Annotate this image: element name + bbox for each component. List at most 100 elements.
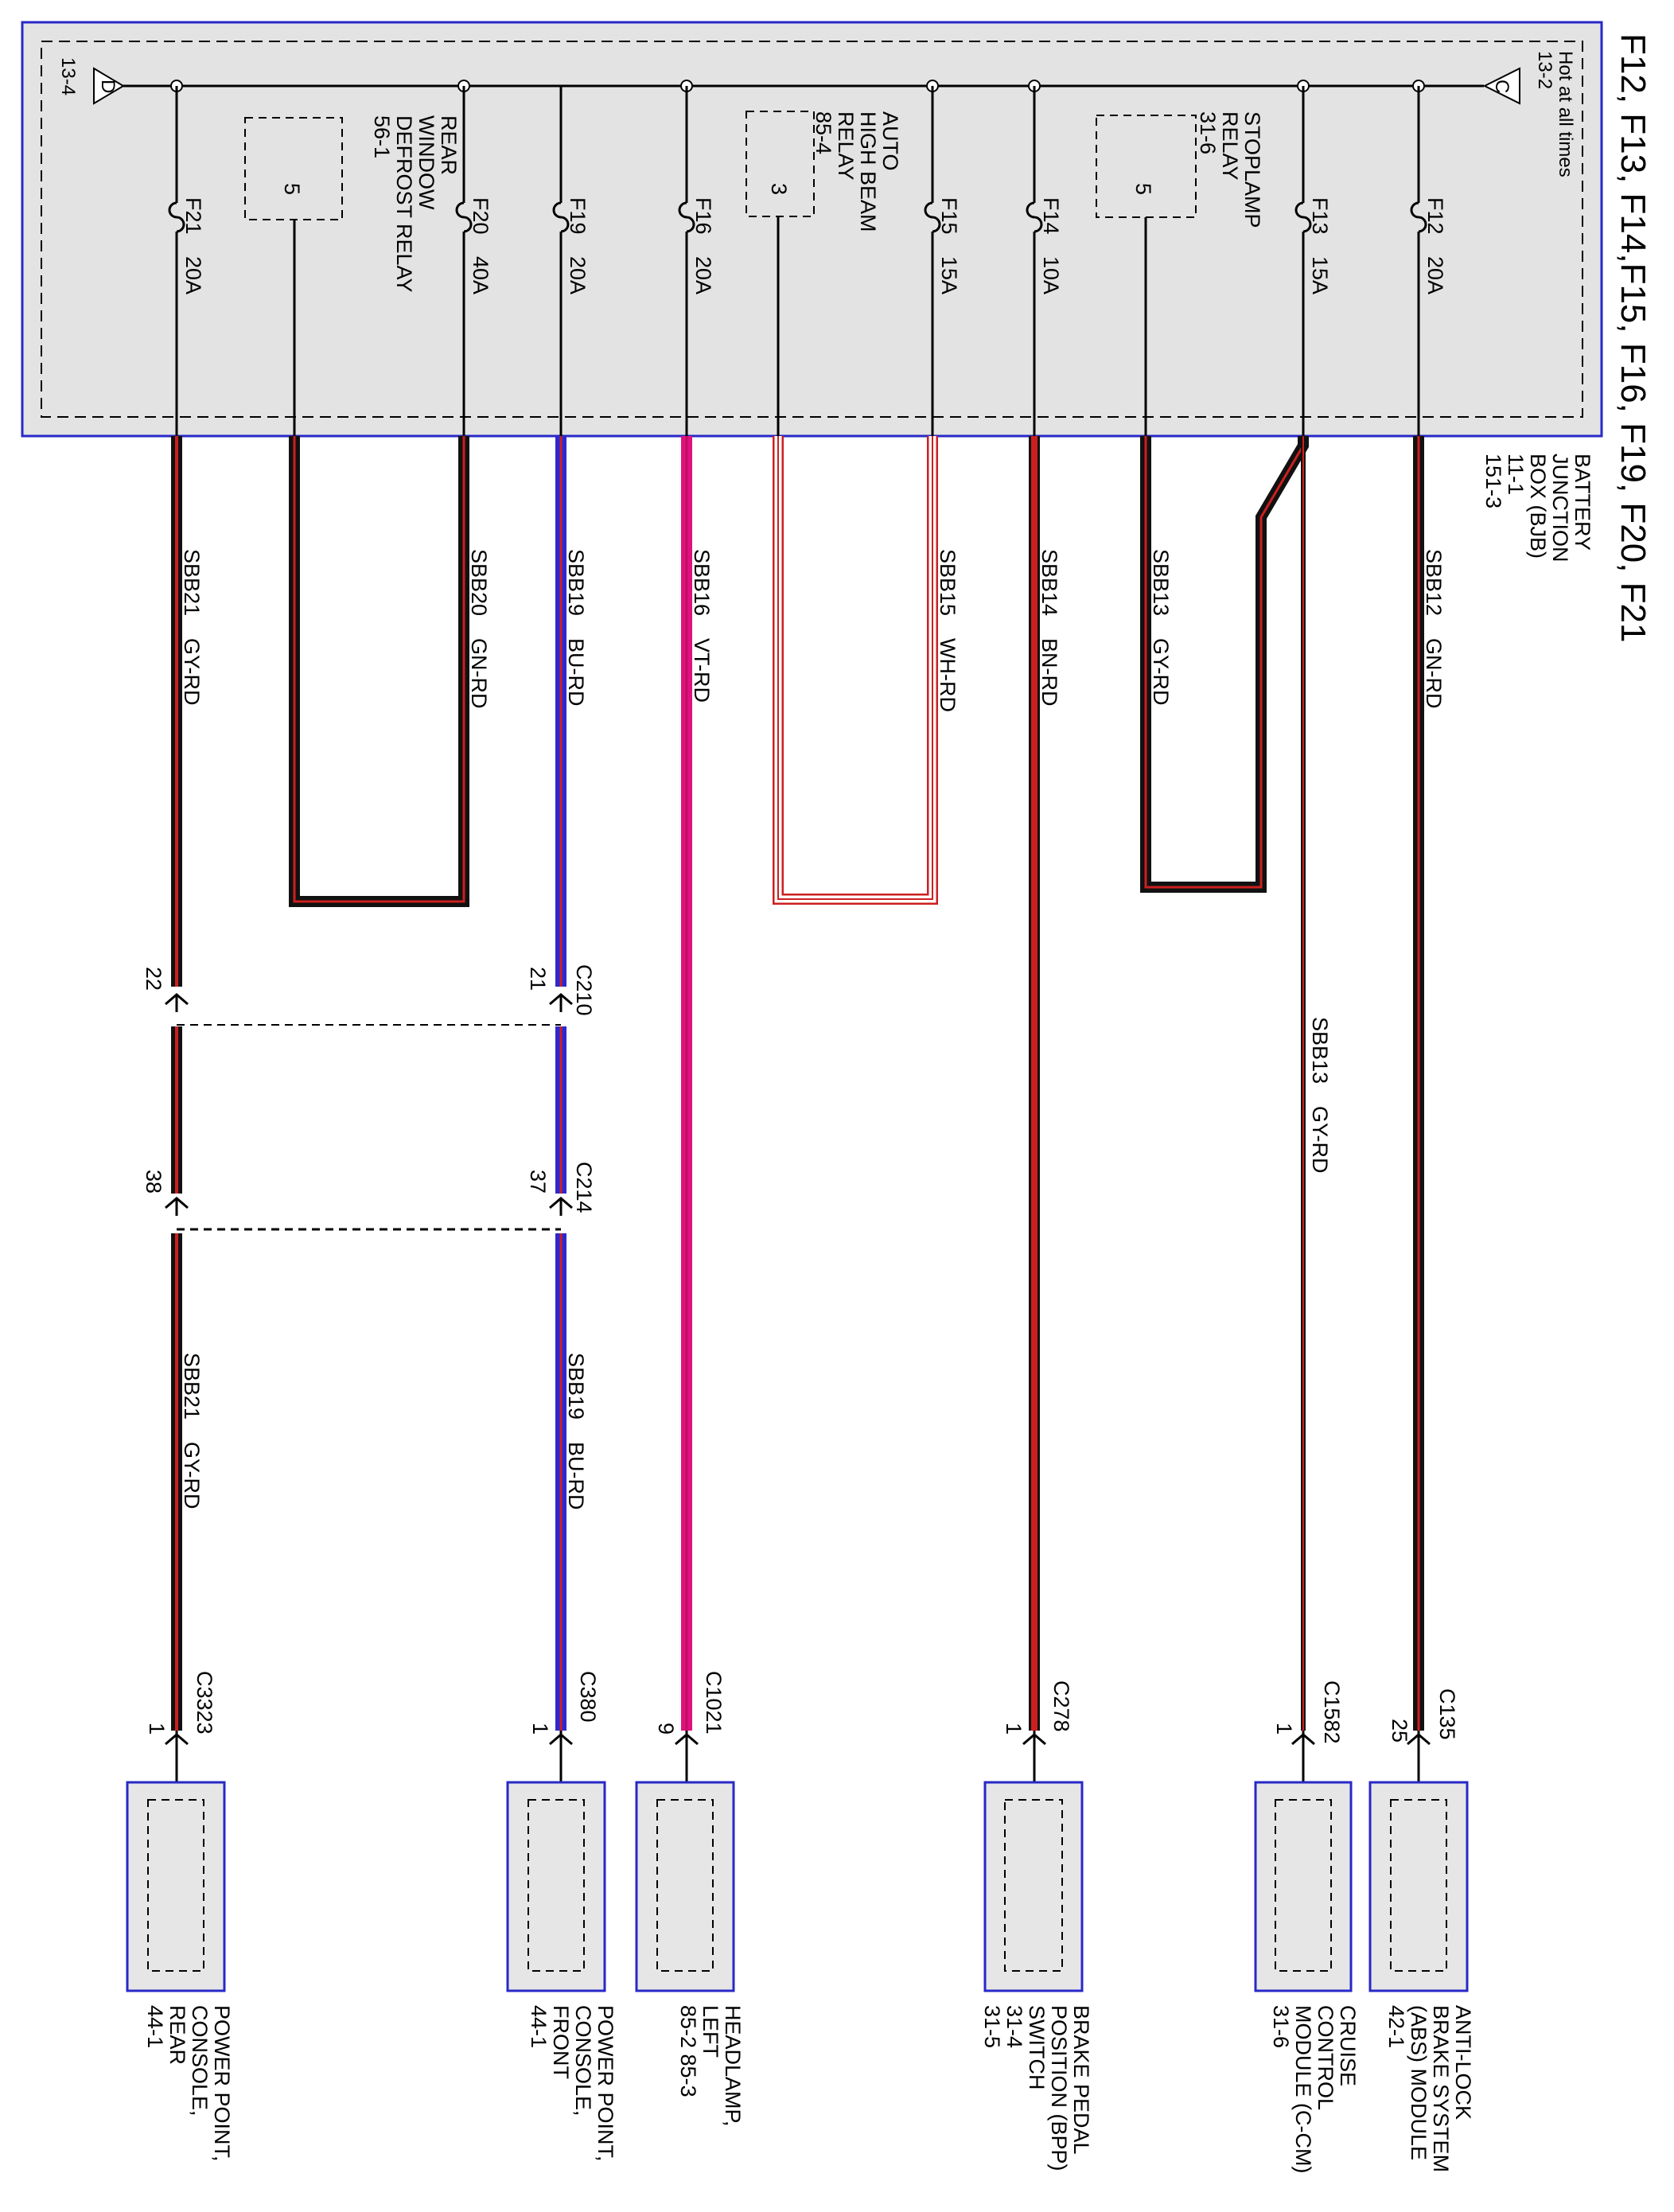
bus-d-letter: D — [97, 80, 119, 93]
fuse-id: F15 — [937, 197, 961, 235]
bus-c-ref: 13-2 — [1534, 51, 1555, 89]
wire-color: GN-RD — [1422, 638, 1446, 709]
component-label-line: CONTROL — [1314, 2005, 1337, 2110]
relay-label-line: AUTO — [878, 111, 902, 171]
component-label-line: 85-2 85-3 — [676, 2005, 700, 2097]
component-label-line: 31-6 — [1269, 2005, 1293, 2048]
wire-circuit: SBB13 — [1149, 549, 1173, 616]
connector-pin: 21 — [526, 967, 550, 991]
bus-c-triangle-icon — [1482, 67, 1520, 105]
wire-color: GY-RD — [1149, 638, 1173, 706]
fuse-id: F12 — [1423, 197, 1447, 235]
fuse-id: F13 — [1308, 197, 1332, 235]
connector-name: C210 — [572, 964, 596, 1016]
fuse-rating: 20A — [1423, 256, 1447, 294]
fuse-f21: F21 20A — [168, 80, 205, 436]
component-connector: C1582 — [1320, 1680, 1344, 1744]
component-pin: 9 — [654, 1723, 678, 1735]
component-label-line: 31-5 — [980, 2005, 1004, 2048]
component-connector: C3323 — [193, 1671, 216, 1735]
component-label-line: HEADLAMP, — [721, 2005, 745, 2127]
inline-connector-c214: C214 37 38 — [142, 1162, 596, 1231]
component-connector: C1021 — [702, 1671, 726, 1735]
fuse-icon — [552, 201, 570, 233]
junction-box-inner-dashed — [41, 41, 1583, 418]
junction-box-line: BOX (BJB) — [1526, 454, 1550, 559]
wire-color: GN-RD — [467, 638, 491, 709]
relay-label-line: HIGH BEAM — [856, 111, 880, 232]
component-pin: 1 — [1272, 1723, 1296, 1735]
connector-pin: 38 — [142, 1170, 165, 1194]
wire-circuit: SBB19 — [564, 1353, 588, 1419]
fuse-rating: 20A — [566, 256, 590, 294]
component-label-line: BRAKE SYSTEM — [1429, 2005, 1453, 2172]
stoplamp-relay: 5 STOPLAMP RELAY 31-6 — [1096, 111, 1264, 436]
wire-circuit: SBB12 — [1422, 549, 1446, 616]
component-connector: C380 — [576, 1671, 600, 1723]
component-label-line: 44-1 — [527, 2005, 551, 2048]
component-label-line: 44-1 — [143, 2005, 167, 2048]
fuse-id: F21 — [181, 197, 205, 235]
fuse-icon — [1294, 201, 1312, 233]
wire-circuit: SBB14 — [1037, 549, 1061, 616]
component-label-line: SWITCH — [1025, 2005, 1049, 2089]
wire-color: VT-RD — [690, 638, 714, 703]
component-connector: C278 — [1049, 1680, 1073, 1732]
component-label-line: ANTI-LOCK — [1451, 2005, 1475, 2120]
component-label-line: CONSOLE, — [571, 2005, 595, 2117]
fuse-rating: 40A — [469, 256, 492, 294]
fuse-icon — [1410, 201, 1427, 233]
relay-label-line: REAR — [437, 115, 461, 175]
wire-sbb15-loop: SBB15 WH-RD — [773, 436, 960, 905]
bus-d-ref: 13-4 — [57, 57, 79, 95]
junction-box-frame — [21, 21, 1603, 438]
component-bpp-switch: C278 1 BRAKE PEDAL POSITION (BPP) SWITCH… — [980, 1680, 1093, 2171]
fuse-id: F16 — [691, 197, 715, 235]
fuse-f14: F14 10A — [1026, 80, 1063, 436]
component-label-line: CRUISE — [1336, 2005, 1360, 2086]
wire-sbb20-loop: SBB20 GN-RD — [289, 436, 491, 907]
wire-color: BN-RD — [1037, 638, 1061, 707]
fuse-icon — [678, 201, 695, 233]
junction-box-label: BATTERY JUNCTION BOX (BJB) 11-1 151-3 — [1481, 454, 1594, 563]
wire-sbb14: SBB14 BN-RD — [1029, 436, 1061, 1731]
wire-circuit: SBB21 — [180, 549, 204, 616]
component-label-line: FRONT — [549, 2005, 573, 2079]
relay-label-line: DEFROST RELAY — [392, 115, 416, 293]
fuse-id: F20 — [469, 197, 492, 235]
component-label-line: BRAKE PEDAL — [1069, 2005, 1093, 2155]
wire-sbb19: SBB19 BU-RD SBB19 BU-RD — [555, 436, 588, 1731]
fuse-rating: 10A — [1039, 256, 1063, 294]
connector-pin: 22 — [142, 967, 165, 991]
wire-color: BU-RD — [564, 1442, 588, 1510]
wire-circuit: SBB13 — [1308, 1017, 1332, 1084]
wire-color: GY-RD — [180, 638, 204, 706]
fuse-f19: F19 20A — [552, 86, 590, 436]
component-label-line: (ABS) MODULE — [1407, 2005, 1431, 2160]
fuse-rating: 20A — [691, 256, 715, 294]
fuse-icon — [168, 201, 185, 233]
relay-pin: 3 — [767, 183, 791, 195]
component-headlamp-left: C1021 9 HEADLAMP, LEFT 85-2 85-3 — [635, 1671, 745, 2127]
bus-c-label: Hot at all times 13-2 — [1534, 51, 1576, 177]
relay-label-line: 56-1 — [370, 115, 394, 158]
component-label-line: 42-1 — [1384, 2005, 1408, 2048]
fuse-icon — [455, 201, 473, 233]
component-label-line: POWER POINT, — [210, 2005, 234, 2162]
wire-color: GY-RD — [1308, 1106, 1332, 1174]
fuse-f16: F16 20A — [678, 80, 715, 436]
wire-circuit: SBB15 — [936, 549, 960, 616]
relay-label-line: STOPLAMP — [1240, 111, 1264, 228]
wire-sbb12: SBB12 GN-RD — [1413, 436, 1446, 1731]
component-label-line: MODULE (C-CM) — [1291, 2005, 1315, 2173]
relay-label-line: 85-4 — [812, 111, 835, 154]
component-power-point-front: C380 1 POWER POINT, CONSOLE, FRONT 44-1 — [506, 1671, 617, 2162]
relay-label-line: RELAY — [834, 111, 858, 181]
hot-note: Hot at all times — [1555, 51, 1576, 177]
fuse-rating: 15A — [1308, 256, 1332, 294]
relay-label-line: WINDOW — [415, 115, 438, 210]
junction-box-line: JUNCTION — [1548, 454, 1572, 563]
wire-sbb21: SBB21 GY-RD SBB21 GY-RD — [171, 436, 204, 1731]
rear-defrost-relay: 5 REAR WINDOW DEFROST RELAY 56-1 — [244, 115, 461, 436]
